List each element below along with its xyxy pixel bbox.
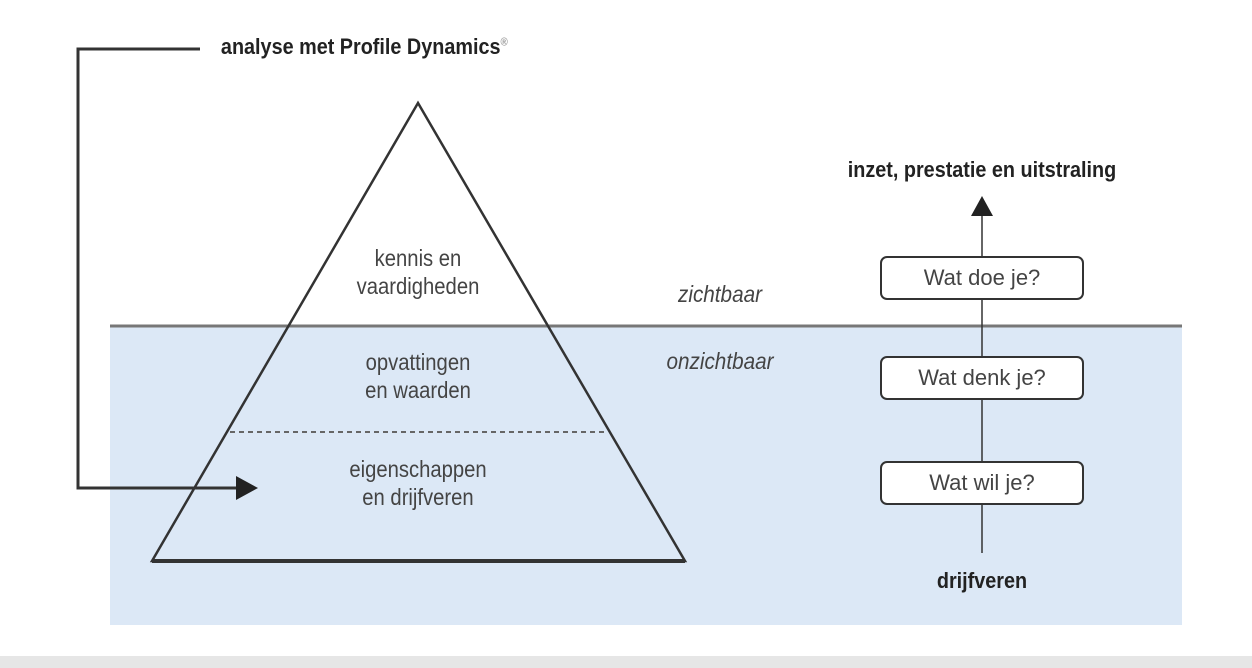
analysis-connector xyxy=(76,47,238,490)
arrow-right-icon xyxy=(236,476,258,500)
zone-invisible-label: onzichtbaar xyxy=(666,348,774,374)
flow-box-doe: Wat doe je? xyxy=(880,256,1084,300)
flow-bottom-label: drijfveren xyxy=(936,568,1028,593)
flow-box-denk: Wat denk je? xyxy=(880,356,1084,400)
analysis-title: analyse met Profile Dynamics® xyxy=(220,34,508,59)
zone-visible-label: zichtbaar xyxy=(677,281,762,307)
flow-top-label: inzet, prestatie en uitstraling xyxy=(847,157,1117,182)
bottom-strip xyxy=(0,656,1252,668)
flow-box-wil: Wat wil je? xyxy=(880,461,1084,505)
arrow-up-icon xyxy=(971,196,993,216)
